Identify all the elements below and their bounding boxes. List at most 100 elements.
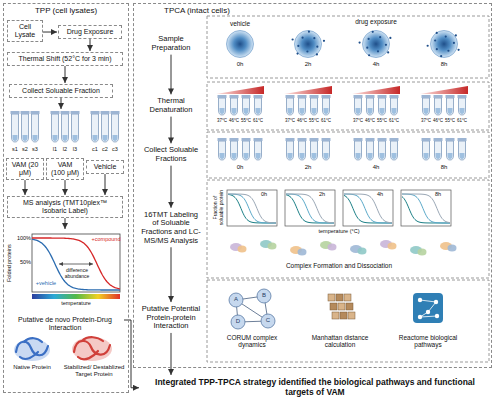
reactome-node	[418, 315, 422, 319]
step-box: MS analysis (TMT10plex™ Isobaric Label)	[7, 196, 123, 218]
tube	[355, 98, 362, 115]
tube-cap	[230, 95, 239, 98]
flow-arrow	[90, 39, 91, 51]
drug-dot	[372, 31, 374, 33]
tube	[435, 98, 442, 115]
axis-tick: 100%	[13, 235, 31, 241]
drug-dot	[453, 42, 455, 44]
temperature-label: 37°C	[216, 118, 228, 123]
drug-dot	[379, 36, 381, 38]
drug-dot	[389, 37, 391, 39]
tube-cap	[310, 138, 319, 141]
tube	[32, 114, 39, 142]
complex-blob	[268, 243, 277, 250]
manhattan-cell	[340, 312, 347, 319]
tube-cap	[354, 138, 363, 141]
flow-arrow	[171, 117, 172, 144]
drug-dot	[301, 37, 303, 39]
tube-cap	[31, 111, 40, 114]
tube	[243, 98, 250, 115]
tube-label: c3	[110, 146, 120, 152]
tube-liquid	[392, 153, 397, 159]
complex-blob	[298, 249, 307, 256]
tube	[112, 114, 119, 142]
complex-blob	[238, 246, 247, 253]
tube-cap	[446, 95, 455, 98]
row-frame	[207, 82, 489, 130]
panel: TPP (cell lysates)Cell LysateDrug Exposu…	[3, 3, 129, 393]
flow-arrow	[25, 180, 26, 195]
drug-dot	[366, 47, 368, 49]
node-text: TPP (cell lysates)	[7, 6, 125, 15]
network-node	[257, 289, 271, 303]
tube	[379, 98, 386, 115]
temperature-label: 55°C	[376, 118, 388, 123]
tube-cap	[91, 111, 100, 114]
tube	[287, 141, 294, 160]
heat-wedge	[352, 86, 400, 94]
time-label: 0h	[232, 61, 248, 68]
tube-liquid	[356, 153, 361, 159]
tube	[379, 141, 386, 160]
tube-liquid	[103, 135, 108, 141]
drug-dot	[445, 36, 447, 38]
tube-cap	[51, 111, 60, 114]
native-protein	[16, 338, 48, 359]
tube-cap	[101, 111, 110, 114]
tube	[243, 141, 250, 160]
tube	[72, 114, 79, 142]
flow-arrow	[171, 55, 172, 95]
step-label: Collect Soluable Fractions	[138, 144, 204, 165]
temperature-bar	[32, 294, 120, 299]
flow-arrow	[65, 66, 66, 83]
drug-dot	[316, 46, 318, 48]
temperature-label: 61°C	[456, 118, 468, 123]
temperature-label: 55°C	[308, 118, 320, 123]
melt-curve	[344, 195, 392, 223]
melt-curve	[286, 194, 334, 223]
tube-label: l3	[70, 146, 80, 152]
time-label: 2h	[319, 191, 333, 197]
tube-liquid	[256, 108, 261, 114]
tube-label: s1	[10, 146, 20, 152]
step-box: Thermal Shift (52°C for 3 min)	[7, 52, 123, 66]
drug-dot	[440, 55, 442, 57]
reactome-node	[418, 298, 422, 302]
flow-arrow	[105, 174, 106, 195]
tube-liquid	[232, 108, 237, 114]
melt-curve	[228, 194, 276, 223]
node-letter: B	[259, 292, 269, 299]
tube-liquid	[424, 153, 429, 159]
time-label: 8h	[436, 61, 452, 68]
tube-cap	[254, 138, 263, 141]
protein-body	[72, 337, 112, 361]
tube	[62, 114, 69, 142]
tube	[447, 98, 454, 115]
cell	[227, 31, 254, 58]
tube-label: l2	[60, 146, 70, 152]
node-text: Sample Preparation	[141, 35, 201, 52]
tube-cap	[458, 95, 467, 98]
tube-cap	[298, 138, 307, 141]
tube-liquid	[312, 153, 317, 159]
flow-arrow	[124, 320, 139, 388]
tube-cap	[11, 111, 20, 114]
tube	[355, 141, 362, 160]
tube-liquid	[448, 108, 453, 114]
axis-title: Folded proteins	[6, 233, 12, 293]
flow-arrow	[43, 32, 57, 33]
tube	[219, 141, 226, 160]
tube-label: c1	[90, 146, 100, 152]
tube	[255, 98, 262, 115]
complex-blob	[358, 248, 367, 255]
tube-liquid	[312, 108, 317, 114]
melt-curve	[286, 194, 334, 223]
axis-title: temperature	[46, 300, 106, 306]
node-text: VAM (100 μM)	[50, 161, 80, 177]
protein-body	[14, 339, 50, 361]
tube-cap	[71, 111, 80, 114]
node-text: 16TMT Labeling of Soluable Fractions and…	[141, 211, 201, 246]
temperature-label: 46°C	[432, 118, 444, 123]
node-text: MS analysis (TMT10plex™ Isobaric Label)	[11, 199, 119, 215]
